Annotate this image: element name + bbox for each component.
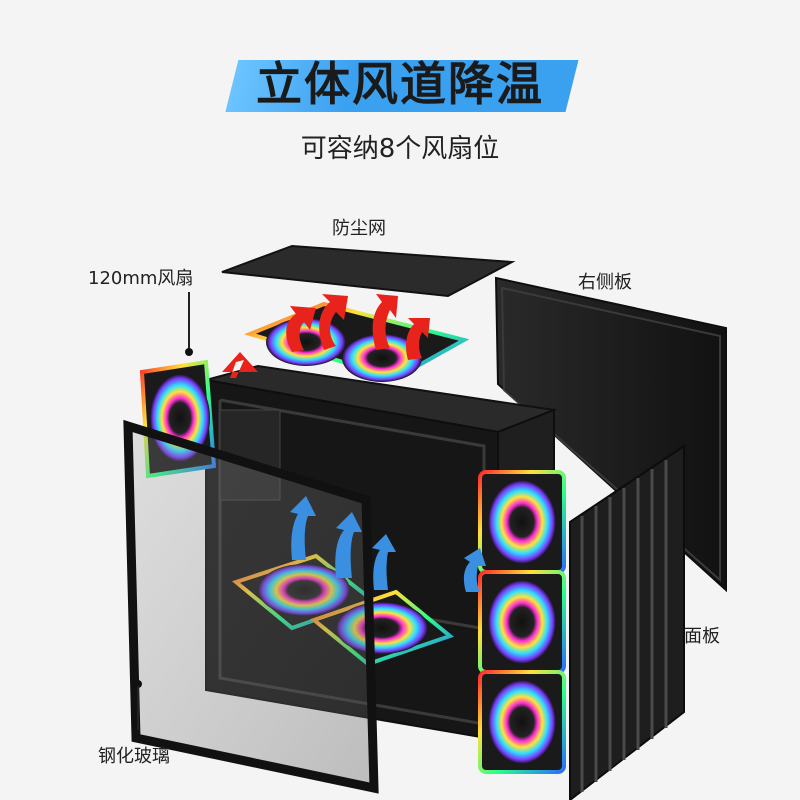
intake-arrow-icon — [372, 534, 396, 590]
callout-tempered-glass: 钢化玻璃 — [98, 746, 170, 767]
callout-120mm-fan: 120mm风扇 — [88, 268, 194, 289]
intake-arrow-icon — [290, 496, 316, 560]
exhaust-arrow-icon — [286, 306, 316, 352]
intake-arrow-icon — [463, 548, 486, 592]
rgb-fan-icon — [266, 318, 346, 366]
page-title: 立体风道降温 — [256, 57, 544, 111]
exhaust-arrow-icon — [372, 294, 398, 350]
exhaust-arrow-icon — [406, 318, 430, 360]
intake-arrow-icon — [335, 512, 362, 578]
page-subtitle: 可容纳8个风扇位 — [300, 134, 500, 164]
leader-line — [137, 686, 139, 730]
front-fan-column — [478, 470, 566, 774]
leader-dot — [185, 348, 193, 356]
exhaust-arrow-icon — [222, 352, 258, 378]
tempered-glass-panel — [123, 419, 379, 794]
leader-dot — [134, 680, 142, 688]
exhaust-arrows — [222, 294, 430, 378]
callout-dust-filter: 防尘网 — [332, 218, 386, 239]
callout-right-side-panel: 右侧板 — [578, 272, 632, 293]
intake-arrows — [290, 496, 486, 592]
leader-line — [188, 292, 190, 350]
rgb-fan-icon — [342, 334, 422, 382]
front-panel — [569, 444, 685, 800]
exhaust-arrow-icon — [319, 294, 348, 350]
dust-filter — [221, 244, 516, 298]
callout-front-panel: 面板 — [684, 626, 720, 647]
